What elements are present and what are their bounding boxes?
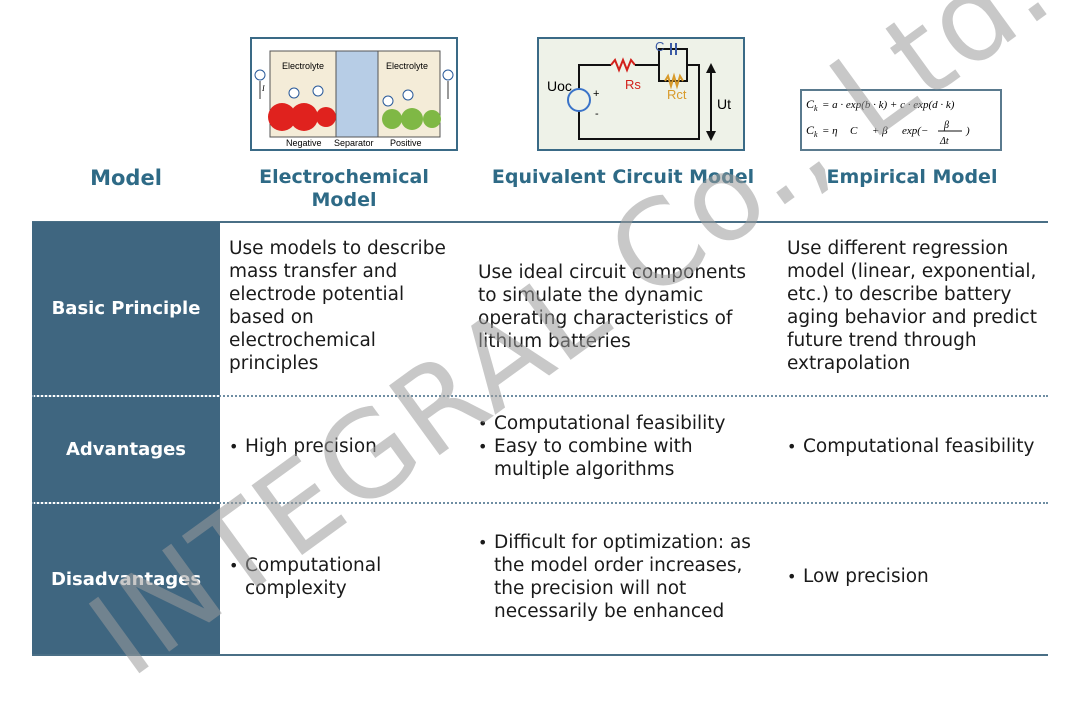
cell-basic-empirical: Use different regression model (linear, … xyxy=(787,237,1049,375)
c-label: C xyxy=(655,39,664,54)
minus-label: - xyxy=(595,108,599,120)
rs-label: Rs xyxy=(625,77,641,92)
bullet-item: Easy to combine with multiple algorithms xyxy=(478,435,724,481)
text-line: Use models to describe xyxy=(229,238,446,259)
row-header-basic-principle: Basic Principle xyxy=(32,222,220,395)
formula1-lhs: C xyxy=(806,97,815,111)
electrochemical-diagram-svg: Electrolyte Electrolyte I Negative Separ… xyxy=(254,50,454,148)
empirical-formula-diagram: C k = a · exp(b · k) + c · exp(d · k) C … xyxy=(800,89,1002,151)
empirical-header: Empirical Model xyxy=(826,166,998,188)
electrochemical-diagram: Electrolyte Electrolyte I Negative Separ… xyxy=(250,37,458,151)
bullet-item: Low precision xyxy=(787,565,1049,588)
formula2-eta: = η xyxy=(822,125,838,137)
row-header-disadvantages: Disadvantages xyxy=(32,504,220,654)
formula2-exp: exp(− xyxy=(902,125,928,137)
text-line: Use ideal circuit components xyxy=(478,262,747,283)
electrochemical-header: Electrochemical Model xyxy=(232,166,456,212)
cell-basic-circuit: Use ideal circuit components to simulate… xyxy=(478,261,778,353)
cell-disadvantages-electrochemical: Computational complexity xyxy=(229,554,419,600)
text-line: aging behavior and predict xyxy=(787,307,1037,328)
row-divider-1 xyxy=(32,395,1048,397)
cell-disadvantages-circuit: Difficult for optimization: as the model… xyxy=(478,531,763,623)
uoc-label: Uoc xyxy=(547,78,572,94)
formula2-beta: + β xyxy=(872,125,888,137)
model-header: Model xyxy=(90,166,162,190)
text-line: lithium batteries xyxy=(478,331,631,352)
electrochemical-header-line1: Electrochemical xyxy=(259,166,429,188)
equivalent-circuit-diagram: Uoc + - Rs C Rct Ut xyxy=(537,37,745,151)
cell-disadvantages-empirical: Low precision xyxy=(787,565,1049,588)
text-line: model (linear, exponential, xyxy=(787,261,1037,282)
electrolyte-right-label: Electrolyte xyxy=(386,61,428,71)
negative-label: Negative xyxy=(286,138,322,148)
text-line: mass transfer and xyxy=(229,261,398,282)
formula1-sub: k xyxy=(814,104,818,113)
row-divider-2 xyxy=(32,502,1048,504)
positive-label: Positive xyxy=(390,138,422,148)
text-line: electrode potential xyxy=(229,284,405,305)
electrolyte-left-label: Electrolyte xyxy=(282,61,324,71)
cell-advantages-circuit: Computational feasibility Easy to combin… xyxy=(478,412,768,481)
text-line: electrochemical xyxy=(229,330,376,351)
rct-label: Rct xyxy=(667,87,687,102)
bullet-item: Computational feasibility xyxy=(478,412,768,435)
formula2-c: C xyxy=(850,125,858,137)
electrochemical-header-line2: Model xyxy=(311,189,377,211)
row-header-advantages: Advantages xyxy=(32,397,220,502)
formula2-lhs: C xyxy=(806,123,815,137)
text-line: principles xyxy=(229,353,319,374)
separator-label: Separator xyxy=(334,138,374,148)
bullet-item: Difficult for optimization: as the model… xyxy=(478,531,763,623)
equivalent-circuit-svg: Uoc + - Rs C Rct Ut xyxy=(547,39,731,141)
text-line: extrapolation xyxy=(787,353,911,374)
text-line: to simulate the dynamic xyxy=(478,285,704,306)
formula2-close: ) xyxy=(965,125,970,137)
table-top-border xyxy=(32,221,1048,223)
text-line: future trend through xyxy=(787,330,977,351)
cell-basic-electrochemical: Use models to describe mass transfer and… xyxy=(229,237,465,375)
table-bottom-border xyxy=(32,654,1048,656)
cell-advantages-empirical: Computational feasibility xyxy=(787,435,1049,458)
ut-label: Ut xyxy=(717,96,731,112)
formula2-den: Δt xyxy=(939,136,949,147)
cell-advantages-electrochemical: High precision xyxy=(229,435,465,458)
formula2-sub: k xyxy=(814,130,818,139)
text-line: Use different regression xyxy=(787,238,1009,259)
text-line: based on xyxy=(229,307,314,328)
bullet-item: High precision xyxy=(229,435,465,458)
empirical-formula-svg: C k = a · exp(b · k) + c · exp(d · k) C … xyxy=(806,97,970,147)
text-line: operating characteristics of xyxy=(478,308,733,329)
equivalent-circuit-header: Equivalent Circuit Model xyxy=(491,166,755,188)
current-label: I xyxy=(261,84,265,93)
formula1-rhs: = a · exp(b · k) + c · exp(d · k) xyxy=(822,99,955,111)
bullet-item: Computational feasibility xyxy=(787,435,1049,458)
bullet-item: Computational complexity xyxy=(229,554,419,600)
formula2-num: β xyxy=(943,120,949,131)
plus-label: + xyxy=(593,88,599,100)
text-line: etc.) to describe battery xyxy=(787,284,1012,305)
